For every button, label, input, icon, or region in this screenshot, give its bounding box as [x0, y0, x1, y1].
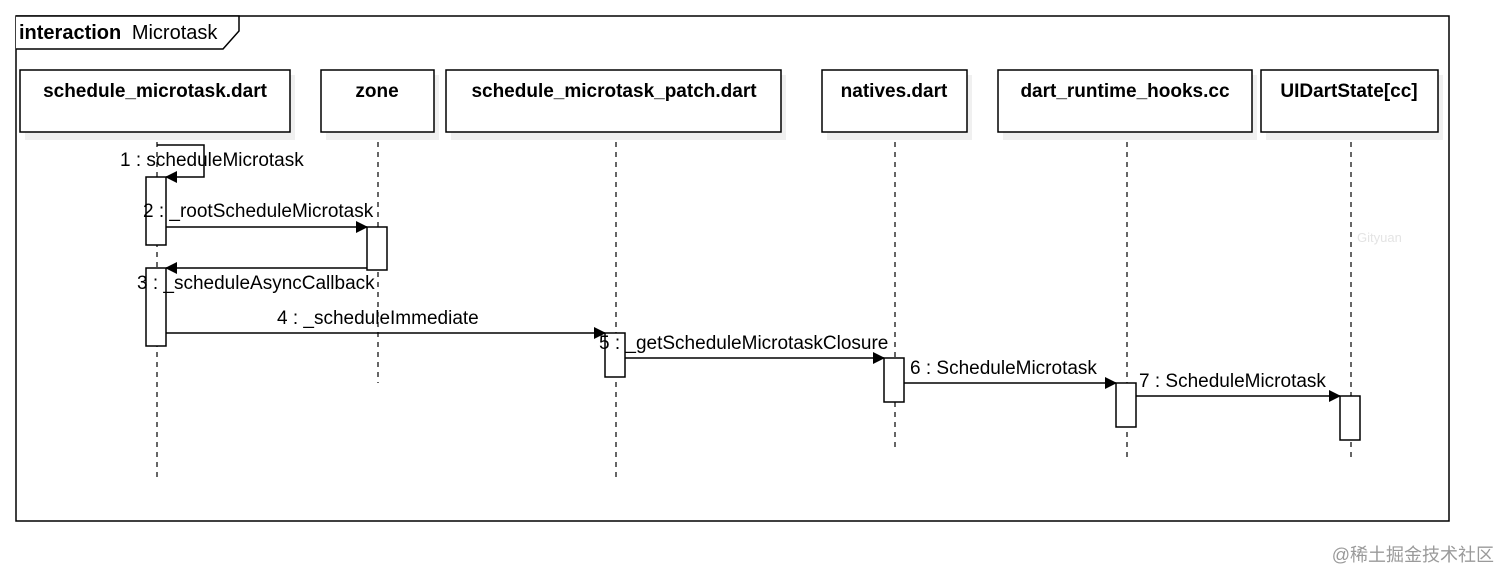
- participant-label-natives: natives.dart: [841, 81, 948, 102]
- activation-schedule-microtask-1: [145, 176, 167, 246]
- participant-label-zone: zone: [355, 81, 398, 102]
- participant-label-dart-runtime-hooks: dart_runtime_hooks.cc: [1020, 81, 1229, 102]
- message-label-3: 3 : _scheduleAsyncCallback: [137, 273, 375, 294]
- participant-box-schedule-microtask-patch: [445, 69, 782, 133]
- participant-box-uidartstate: [1260, 69, 1439, 133]
- activation-dart-runtime-hooks: [1115, 382, 1137, 428]
- frame-name: Microtask: [132, 22, 219, 44]
- message-label-2: 2 : _rootScheduleMicrotask: [143, 201, 374, 222]
- frame-tab: [16, 15, 240, 50]
- activation-uidartstate: [1339, 395, 1361, 441]
- participant-box-dart-runtime-hooks: [997, 69, 1253, 133]
- activation-zone: [366, 226, 388, 271]
- message-label-5: 5 : _getScheduleMicrotaskClosure: [599, 333, 888, 354]
- message-label-6: 6 : ScheduleMicrotask: [910, 358, 1097, 379]
- participant-label-schedule-microtask-patch: schedule_microtask_patch.dart: [471, 81, 757, 102]
- message-label-4: 4 : _scheduleImmediate: [277, 308, 479, 329]
- message-arrow-1: [157, 144, 205, 183]
- message-labels: 1 : scheduleMicrotask 2 : _rootScheduleM…: [120, 150, 1326, 392]
- message-label-1: 1 : scheduleMicrotask: [120, 150, 304, 171]
- frame-keyword: interaction: [19, 22, 121, 44]
- frame-title: interaction Microtask: [19, 22, 218, 44]
- participant-label-schedule-microtask: schedule_microtask.dart: [43, 81, 268, 102]
- inner-watermark: Gityuan: [1357, 230, 1402, 245]
- activation-schedule-microtask-2: [145, 267, 167, 347]
- participants: schedule_microtask.dart zone schedule_mi…: [19, 69, 1443, 140]
- activations: [145, 176, 1361, 441]
- activation-schedule-microtask-patch: [604, 332, 626, 378]
- participant-box-zone: [320, 69, 435, 133]
- activation-natives: [883, 357, 905, 403]
- corner-watermark: @稀土掘金技术社区: [1332, 545, 1494, 565]
- messages: [157, 144, 1341, 402]
- participant-box-schedule-microtask: [19, 69, 291, 133]
- participant-label-uidartstate: UIDartState[cc]: [1280, 81, 1417, 102]
- message-label-7: 7 : ScheduleMicrotask: [1139, 371, 1326, 392]
- participant-box-natives: [821, 69, 968, 133]
